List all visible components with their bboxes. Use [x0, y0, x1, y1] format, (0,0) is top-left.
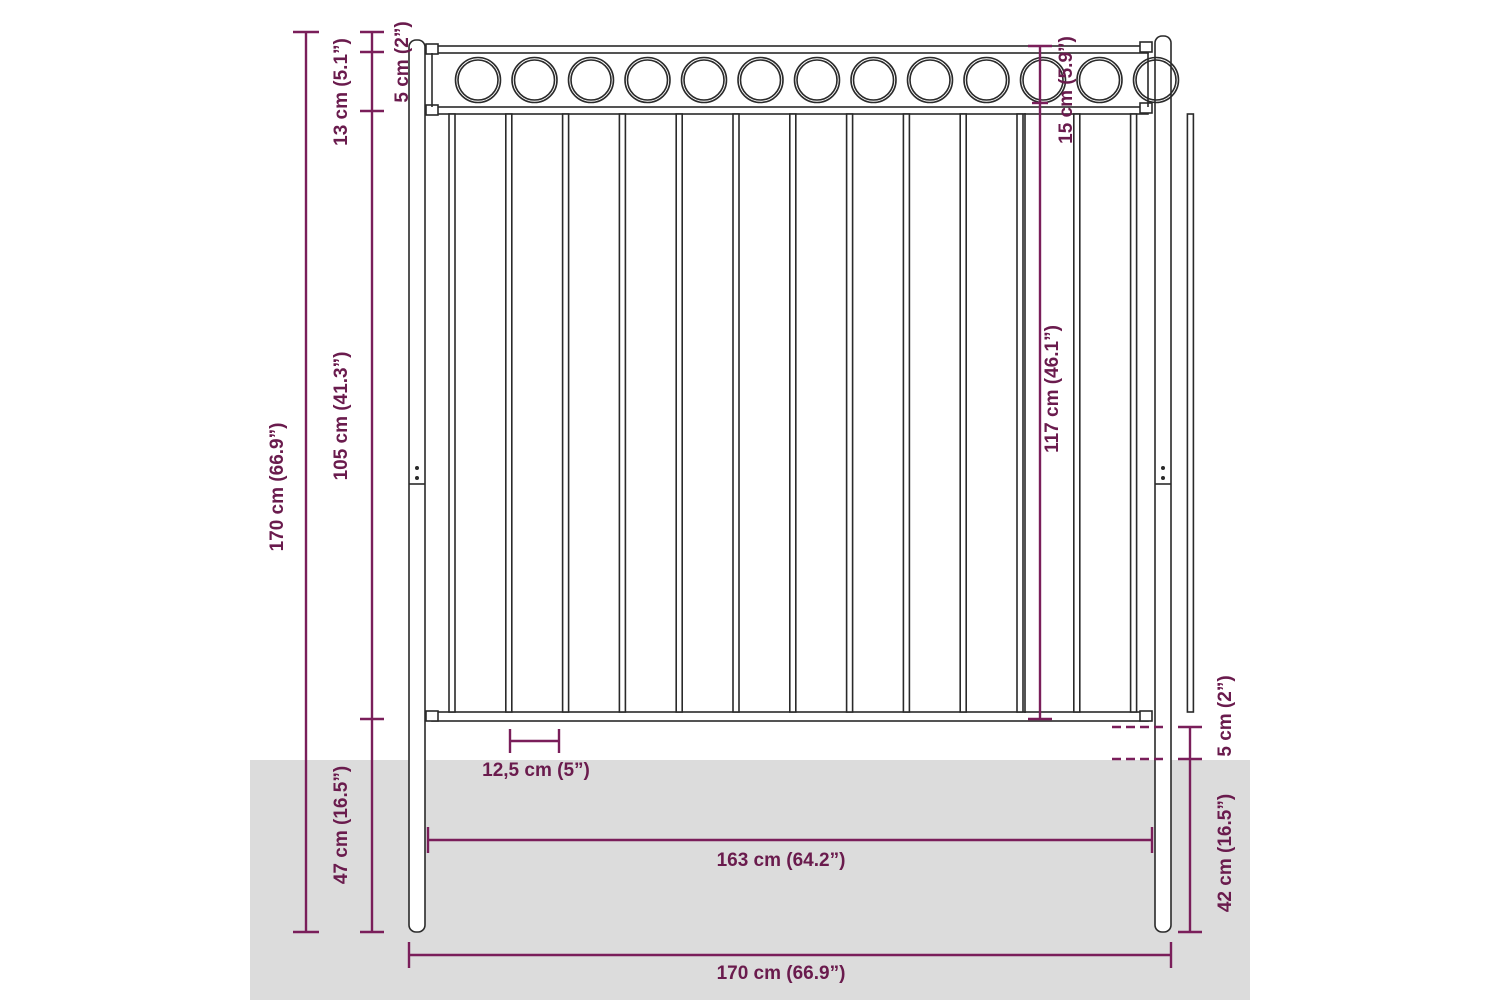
ring-inner	[570, 59, 612, 101]
top-rail-offset-label: 5 cm (2”)	[392, 21, 413, 102]
ring	[1132, 56, 1180, 104]
vertical-bar	[618, 113, 627, 713]
ring	[906, 56, 954, 104]
vertical-bar	[1186, 113, 1195, 713]
ring-inner	[513, 59, 556, 101]
total-height-label: 170 cm (66.9”)	[267, 423, 288, 552]
ring-inner	[457, 59, 499, 101]
ring	[737, 56, 784, 104]
vertical-bar	[959, 113, 968, 713]
ring-band-left-label: 13 cm (5.1”)	[331, 38, 352, 146]
vertical-bar	[448, 113, 456, 713]
panel-height-left-label: 105 cm (41.3”)	[331, 352, 352, 481]
ring	[680, 56, 728, 104]
decorative-rings	[431, 53, 1180, 107]
ring-inner	[852, 59, 895, 101]
ring-inner	[1078, 59, 1121, 101]
ring	[963, 56, 1010, 104]
ring-inner	[909, 59, 951, 101]
ring-band-right-label: 15 cm (5.9”)	[1056, 36, 1077, 144]
vertical-bar	[561, 113, 570, 713]
dimension-lines	[293, 30, 1202, 968]
vertical-bar	[732, 113, 740, 713]
ring-inner	[683, 59, 725, 101]
ring-inner	[739, 59, 782, 101]
ring	[1076, 56, 1123, 104]
vertical-bar	[902, 113, 911, 713]
ring	[454, 56, 502, 104]
vertical-bar	[504, 113, 513, 713]
ring-inner	[1135, 59, 1177, 101]
vertical-bar	[1129, 113, 1138, 713]
bottom-gap-right-label: 5 cm (2”)	[1215, 675, 1236, 756]
vertical-bar	[675, 113, 684, 713]
ring	[793, 56, 841, 104]
vertical-bar	[1016, 113, 1024, 713]
inner-width-label: 163 cm (64.2”)	[717, 850, 846, 871]
bar-spacing-label: 12,5 cm (5”)	[482, 760, 590, 781]
ring	[850, 56, 897, 104]
ring	[511, 56, 558, 104]
hinge-dots	[415, 466, 1165, 480]
vertical-bar	[788, 113, 797, 713]
ring-inner	[626, 59, 669, 101]
dashed-guides	[1112, 725, 1168, 761]
ground-depth-left-label: 47 cm (16.5”)	[331, 766, 352, 884]
panel-height-right-label: 117 cm (46.1”)	[1042, 325, 1063, 453]
ring-inner	[965, 59, 1008, 101]
total-width-label: 170 cm (66.9”)	[717, 963, 846, 984]
post-brackets	[425, 41, 1153, 722]
ring	[567, 56, 615, 104]
ring-inner	[1022, 59, 1064, 101]
vertical-bar	[1073, 113, 1081, 713]
ring-inner	[796, 59, 838, 101]
vertical-bars	[448, 113, 1195, 713]
ring	[624, 56, 671, 104]
ground-depth-right-label: 42 cm (16.5”)	[1215, 794, 1236, 912]
vertical-bar	[845, 113, 854, 713]
fence-illustration	[408, 35, 1195, 933]
left-post	[408, 39, 426, 933]
